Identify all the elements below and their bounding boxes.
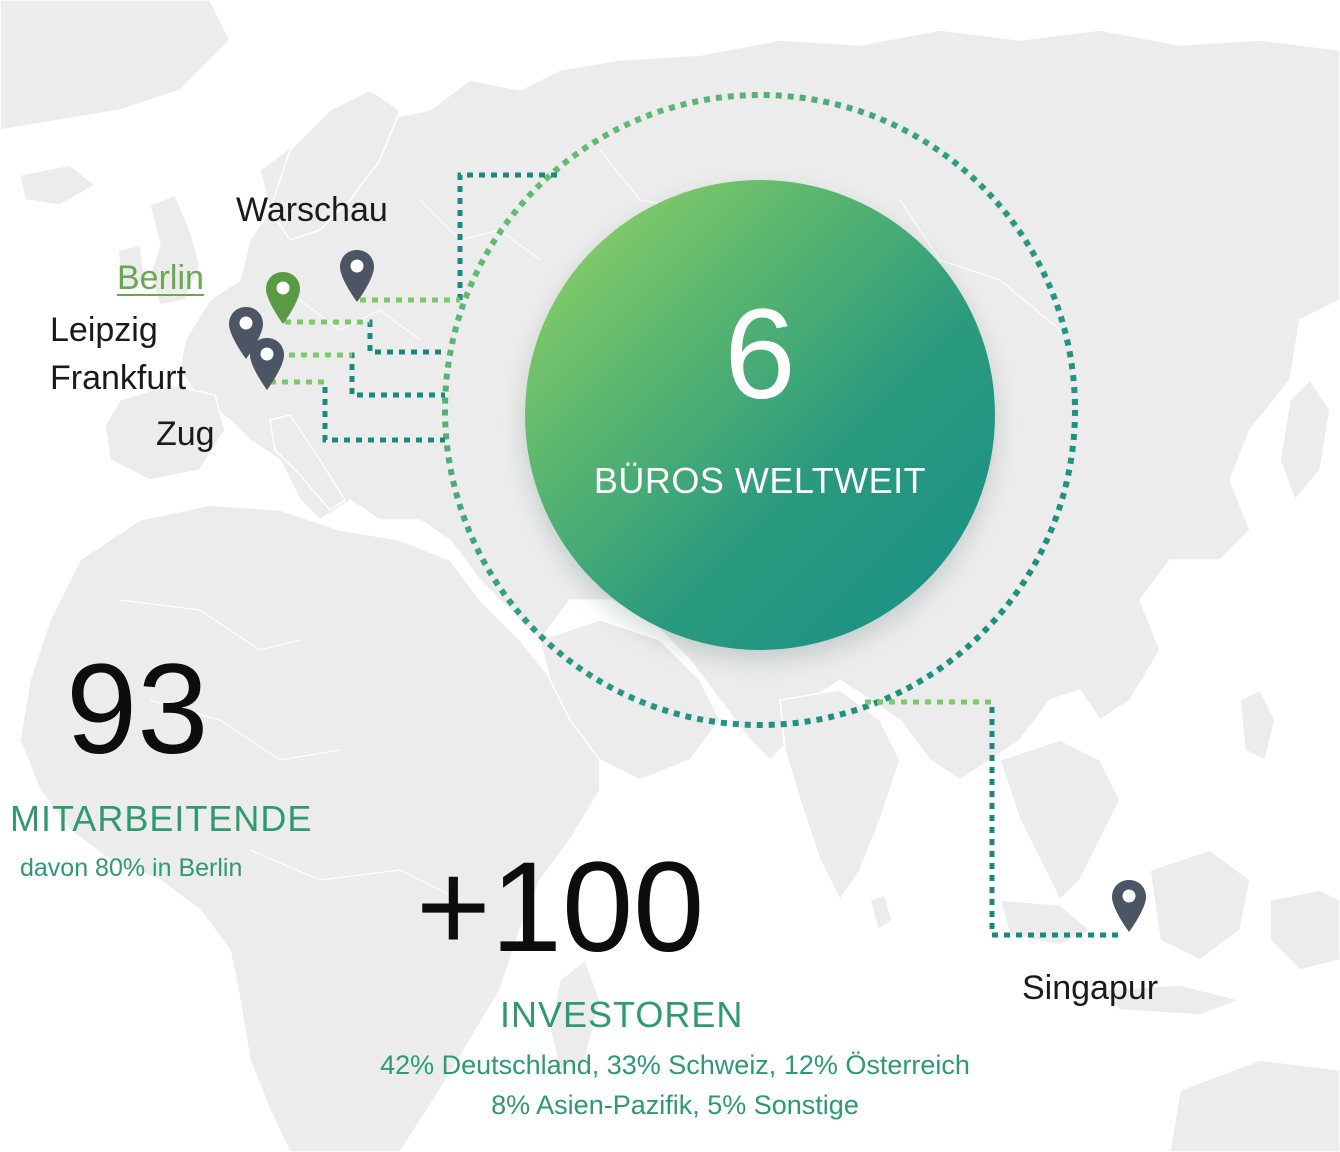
offices-count: 6 [724,283,796,426]
outer-dotted-ring [442,92,1078,728]
map-pin-icon-singapur[interactable] [1110,878,1148,934]
connector-berlin [285,319,445,355]
employees-count: 93 [66,638,209,781]
employees-sub: davon 80% in Berlin [20,854,243,882]
map-pin-icon-warschau[interactable] [338,248,376,304]
connector-zug [270,379,445,443]
investors-label: INVESTOREN [500,994,744,1035]
city-label-leipzig: Leipzig [50,311,158,349]
city-label-frankfurt: Frankfurt [50,359,187,397]
employees-label: MITARBEITENDE [10,798,313,839]
map-pin-icon-frankfurt[interactable] [248,336,286,392]
city-label-warschau: Warschau [236,191,388,229]
map-pin-icon-berlin[interactable] [264,270,302,326]
connector-leipzig [265,352,445,398]
city-label-berlin[interactable]: Berlin [117,259,204,297]
offices-label: BÜROS WELTWEIT [593,460,927,501]
investors-sub-line2: 8% Asien-Pazifik, 5% Sonstige [491,1090,859,1120]
city-label-singapur: Singapur [1022,969,1159,1007]
connector-singapur [865,699,1122,938]
connector-top [457,172,560,300]
city-label-zug: Zug [156,415,215,453]
investors-count: +100 [416,836,705,979]
investors-sub-line1: 42% Deutschland, 33% Schweiz, 12% Österr… [380,1050,970,1080]
offices-circle [525,180,995,650]
